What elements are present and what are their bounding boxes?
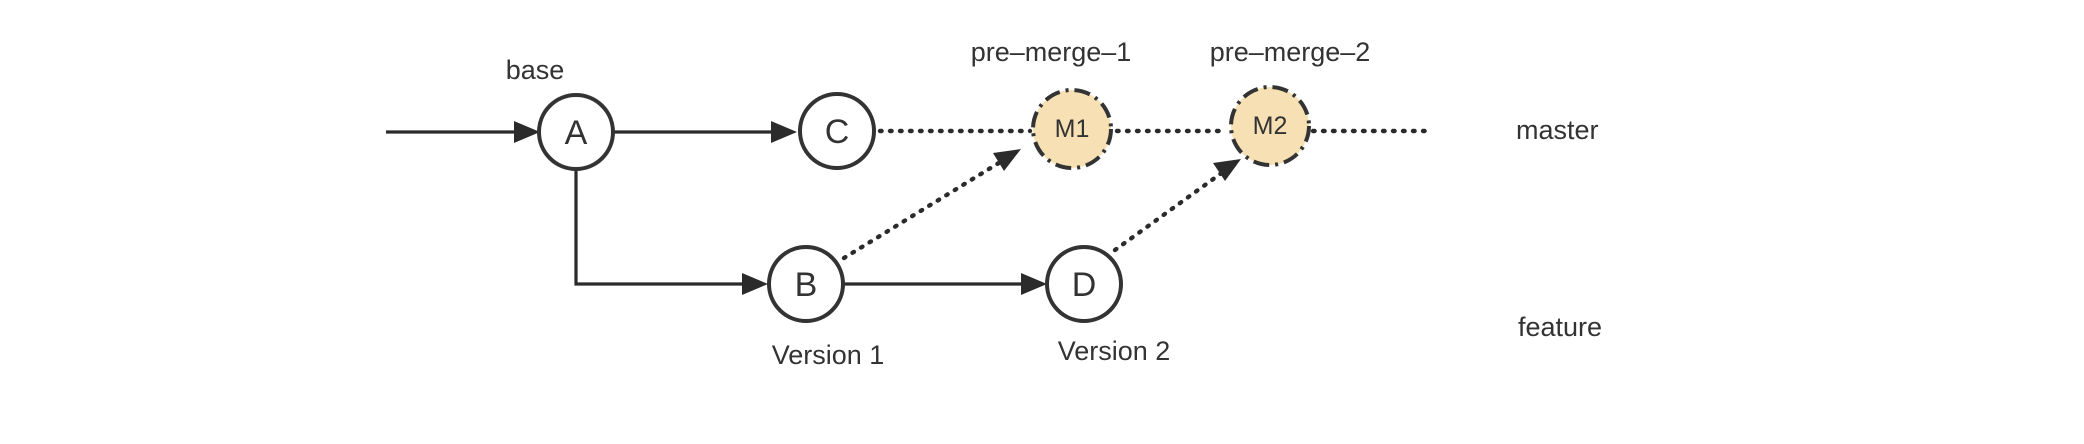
commit-c-circle xyxy=(798,92,876,170)
commit-d-circle xyxy=(1045,245,1123,323)
edge-b-to-m1 xyxy=(841,158,1005,261)
commit-b-circle xyxy=(767,245,845,323)
edges xyxy=(386,121,1435,295)
commit-c-label: C xyxy=(825,113,850,151)
version-1-label: Version 1 xyxy=(772,340,885,370)
edge-d-to-m2 xyxy=(1112,169,1226,253)
commit-c: C xyxy=(798,92,876,170)
commit-a-label: A xyxy=(565,114,588,152)
merge-commit-m1-circle xyxy=(1031,88,1113,170)
merge-commit-m2-circle xyxy=(1229,85,1311,167)
merge-commit-m1-label: M1 xyxy=(1055,115,1090,143)
arrowhead-b-to-d xyxy=(1021,273,1047,295)
arrowhead-d-to-m2 xyxy=(1213,159,1241,181)
feature-branch-label: feature xyxy=(1518,312,1602,342)
commit-b: B xyxy=(767,245,845,323)
pre-merge-1-label: pre–merge–1 xyxy=(971,37,1132,67)
commit-d-label: D xyxy=(1072,266,1097,304)
commit-a: A xyxy=(537,93,615,171)
edge-a-to-b xyxy=(574,170,742,286)
arrowhead-a-to-c xyxy=(771,121,797,143)
merge-commit-m2-label: M2 xyxy=(1253,112,1288,140)
arrowhead-incoming-to-a xyxy=(514,121,540,143)
merge-commit-m1: M1 xyxy=(1031,88,1113,170)
base-label: base xyxy=(506,55,565,85)
merge-commit-m2: M2 xyxy=(1229,85,1311,167)
commit-d: D xyxy=(1045,245,1123,323)
arrowhead-a-to-b xyxy=(742,273,768,295)
pre-merge-2-label: pre–merge–2 xyxy=(1210,37,1371,67)
arrowhead-b-to-m1 xyxy=(993,149,1021,171)
commit-b-label: B xyxy=(795,266,818,304)
master-branch-label: master xyxy=(1516,115,1599,145)
commit-a-circle xyxy=(537,93,615,171)
version-2-label: Version 2 xyxy=(1058,336,1171,366)
